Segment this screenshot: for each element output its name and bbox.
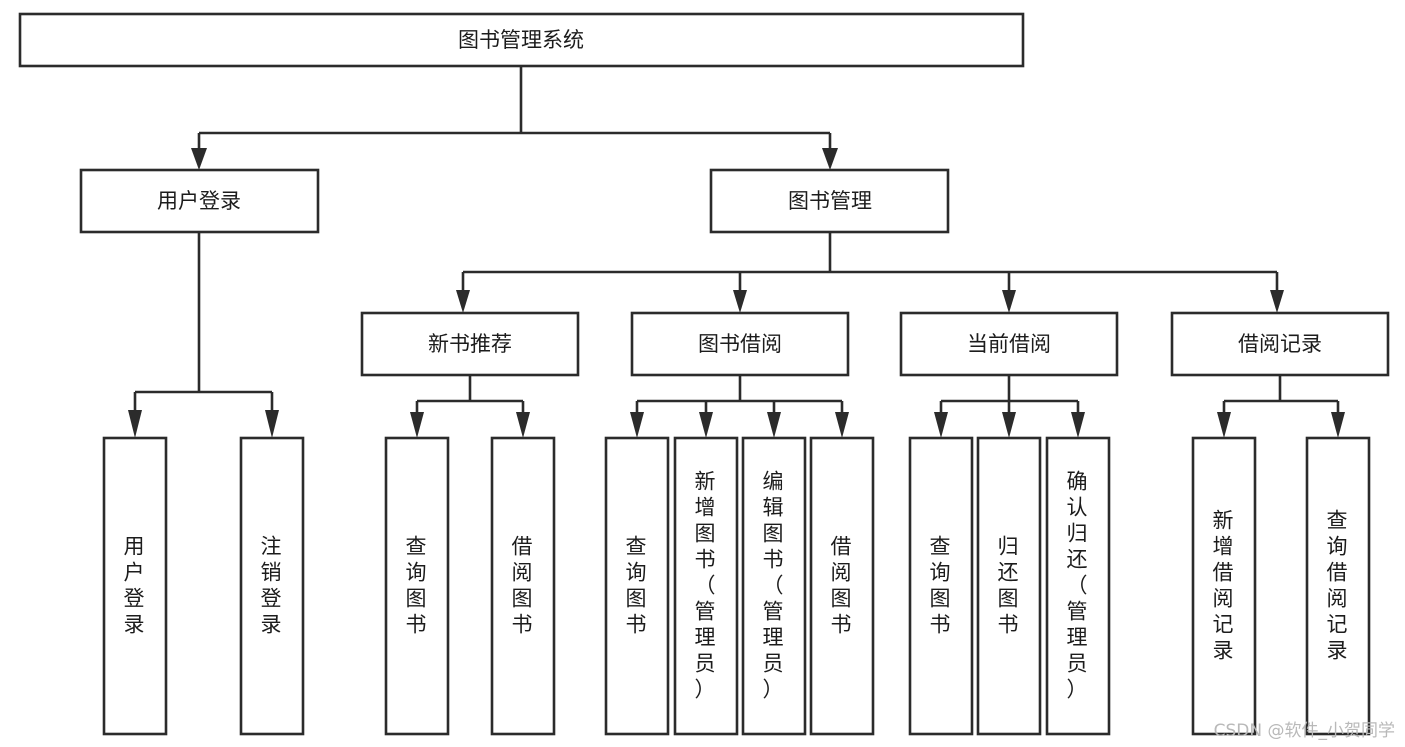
arrow-head-user-leaf-1: [128, 410, 142, 438]
leaf-borrow-record-1[interactable]: 新增借阅记录: [1191, 436, 1257, 736]
arrow-head-root-to-book: [822, 148, 838, 170]
node-book-borrow-box[interactable]: [630, 311, 850, 377]
arrow-head-book-child-2: [733, 290, 747, 313]
arrow-head-newbook-leaf-1: [410, 412, 424, 438]
leaf-current-borrow-3-label: 确认归还（管理员）: [1067, 470, 1090, 702]
node-book-borrow-label: 图书借阅: [698, 332, 782, 356]
arrow-head-newbook-leaf-2: [516, 412, 530, 438]
leaf-borrow-record-1-label: 新增借阅记录: [1213, 509, 1236, 663]
leaf-book-borrow-1[interactable]: 查询图书: [604, 436, 670, 736]
leaf-borrow-record-2[interactable]: 查询借阅记录: [1305, 436, 1371, 736]
leaf-current-borrow-3-box[interactable]: [1045, 436, 1111, 736]
leaf-user-login-1-box[interactable]: [102, 436, 168, 736]
node-root[interactable]: 图书管理系统: [18, 12, 1025, 68]
leaf-current-borrow-2-label: 归还图书: [998, 535, 1021, 637]
arrow-head-borrow-leaf-1: [630, 412, 644, 438]
node-user-login[interactable]: 用户登录: [79, 168, 320, 234]
node-book-management-box[interactable]: [709, 168, 950, 234]
node-borrow-record-label: 借阅记录: [1238, 332, 1322, 356]
leaf-new-book-2-box[interactable]: [490, 436, 556, 736]
arrow-head-record-leaf-1: [1217, 412, 1231, 438]
leaf-current-borrow-2[interactable]: 归还图书: [976, 436, 1042, 736]
leaf-user-login-2-box[interactable]: [239, 436, 305, 736]
leaf-book-borrow-2-label: 新增图书（管理员）: [695, 470, 718, 702]
node-root-box[interactable]: [18, 12, 1025, 68]
leaf-user-login-2-label: 注销登录: [261, 535, 284, 637]
leaf-new-book-2-label: 借阅图书: [512, 535, 535, 637]
connector-layer: [128, 66, 1345, 438]
node-new-book-recommend[interactable]: 新书推荐: [360, 311, 580, 377]
arrow-head-borrow-leaf-4: [835, 412, 849, 438]
leaf-book-borrow-3-label: 编辑图书（管理员）: [763, 470, 786, 702]
leaf-new-book-1-box[interactable]: [384, 436, 450, 736]
arrow-head-current-leaf-1: [934, 412, 948, 438]
leaf-borrow-record-2-label: 查询借阅记录: [1327, 509, 1350, 663]
arrow-head-book-child-1: [456, 290, 470, 313]
leaf-current-borrow-1[interactable]: 查询图书: [908, 436, 974, 736]
node-current-borrow-box[interactable]: [899, 311, 1119, 377]
node-root-label: 图书管理系统: [458, 28, 584, 52]
leaf-current-borrow-2-box[interactable]: [976, 436, 1042, 736]
leaf-borrow-record-2-box[interactable]: [1305, 436, 1371, 736]
arrow-head-current-leaf-3: [1071, 412, 1085, 438]
node-borrow-record-box[interactable]: [1170, 311, 1390, 377]
arrow-head-record-leaf-2: [1331, 412, 1345, 438]
arrow-head-borrow-leaf-2: [699, 412, 713, 438]
leaf-book-borrow-4-label: 借阅图书: [831, 535, 854, 637]
node-current-borrow-label: 当前借阅: [967, 332, 1051, 356]
leaf-new-book-1-label: 查询图书: [406, 535, 429, 637]
node-user-login-box[interactable]: [79, 168, 320, 234]
leaf-current-borrow-1-label: 查询图书: [930, 535, 953, 637]
leaf-book-borrow-3-box[interactable]: [741, 436, 807, 736]
node-new-book-recommend-box[interactable]: [360, 311, 580, 377]
leaf-book-borrow-4-box[interactable]: [809, 436, 875, 736]
leaf-user-login-1[interactable]: 用户登录: [102, 436, 168, 736]
arrow-head-book-child-3: [1002, 290, 1016, 313]
leaf-user-login-2[interactable]: 注销登录: [239, 436, 305, 736]
leaf-book-borrow-1-label: 查询图书: [626, 535, 649, 637]
node-new-book-recommend-label: 新书推荐: [428, 332, 512, 356]
arrow-head-root-to-user: [191, 148, 207, 170]
node-current-borrow[interactable]: 当前借阅: [899, 311, 1119, 377]
leaf-new-book-2[interactable]: 借阅图书: [490, 436, 556, 736]
leaf-book-borrow-1-box[interactable]: [604, 436, 670, 736]
leaf-new-book-1[interactable]: 查询图书: [384, 436, 450, 736]
arrow-head-book-child-4: [1270, 290, 1284, 313]
node-borrow-record[interactable]: 借阅记录: [1170, 311, 1390, 377]
arrow-head-borrow-leaf-3: [767, 412, 781, 438]
node-book-management[interactable]: 图书管理: [709, 168, 950, 234]
leaf-book-borrow-2[interactable]: 新增图书（管理员）: [673, 436, 739, 736]
node-user-login-label: 用户登录: [157, 189, 241, 213]
leaf-book-borrow-3[interactable]: 编辑图书（管理员）: [741, 436, 807, 736]
arrow-head-current-leaf-2: [1002, 412, 1016, 438]
leaf-current-borrow-1-box[interactable]: [908, 436, 974, 736]
arrow-head-user-leaf-2: [265, 410, 279, 438]
leaf-borrow-record-1-box[interactable]: [1191, 436, 1257, 736]
leaf-current-borrow-3[interactable]: 确认归还（管理员）: [1045, 436, 1111, 736]
node-book-management-label: 图书管理: [788, 189, 872, 213]
leaf-book-borrow-2-box[interactable]: [673, 436, 739, 736]
node-book-borrow[interactable]: 图书借阅: [630, 311, 850, 377]
leaf-book-borrow-4[interactable]: 借阅图书: [809, 436, 875, 736]
leaf-user-login-1-label: 用户登录: [124, 535, 147, 637]
